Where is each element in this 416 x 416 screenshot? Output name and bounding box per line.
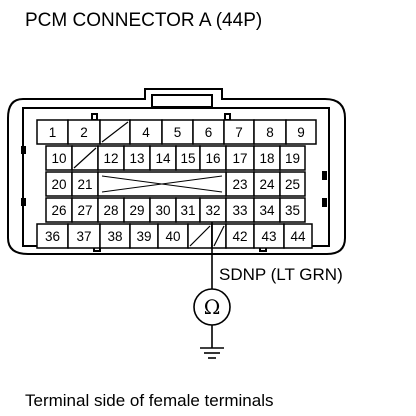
- terminal-number: 32: [205, 203, 220, 218]
- terminal-number: 23: [232, 177, 247, 192]
- latch-notch-top-left: [91, 113, 98, 121]
- terminal-cell: [36, 119, 69, 145]
- terminal-number: 33: [232, 203, 247, 218]
- terminal-cell: [279, 145, 306, 171]
- terminal-number: 26: [51, 203, 66, 218]
- terminal-cell: [279, 197, 306, 223]
- terminal-number: 30: [155, 203, 170, 218]
- terminal-cell: [199, 145, 227, 171]
- terminal-number: 40: [165, 229, 180, 244]
- terminal-number: 18: [259, 151, 274, 166]
- terminal-number: 29: [129, 203, 144, 218]
- terminal-cell: [161, 119, 194, 145]
- terminal-cell: [279, 171, 306, 197]
- terminal-number: 15: [180, 151, 195, 166]
- terminal-number: 19: [285, 151, 300, 166]
- terminal-cell: [157, 223, 189, 249]
- terminal-number: 5: [174, 125, 182, 140]
- terminal-cell: [123, 145, 151, 171]
- terminal-number: 4: [142, 125, 150, 140]
- terminal-number: 1: [49, 125, 57, 140]
- terminal-cell: [36, 223, 69, 249]
- terminal-cell: [285, 119, 317, 145]
- polarity-key-left-2: [21, 198, 26, 206]
- connector-outer-shell: [7, 88, 346, 255]
- terminal-number: 39: [136, 229, 151, 244]
- caption: Terminal side of female terminals: [25, 391, 273, 410]
- terminal-cell: [67, 223, 101, 249]
- terminal-cell: [123, 197, 151, 223]
- terminal-number: 14: [155, 151, 171, 166]
- terminal-number: 36: [45, 229, 60, 244]
- terminal-cell: [129, 119, 163, 145]
- terminal-cell: [45, 171, 73, 197]
- terminal-number: 8: [266, 125, 274, 140]
- terminal-number: 20: [51, 177, 66, 192]
- terminal-number: 7: [235, 125, 243, 140]
- terminal-number: 25: [285, 177, 300, 192]
- terminal-number: 13: [129, 151, 144, 166]
- terminal-number: 21: [77, 177, 92, 192]
- probe-circuit: [193, 222, 231, 359]
- terminal-cell: [253, 119, 287, 145]
- empty-terminal-slash: [189, 225, 211, 247]
- terminal-number: 42: [232, 229, 247, 244]
- terminal-number: 17: [232, 151, 247, 166]
- terminal-cell: [45, 145, 73, 171]
- terminal-cell: [192, 119, 225, 145]
- polarity-key-right: [322, 171, 327, 180]
- terminal-number: 16: [205, 151, 220, 166]
- terminal-cell: [71, 197, 99, 223]
- terminal-cell: [175, 145, 201, 171]
- terminal-cell: [45, 197, 73, 223]
- lock-tab-top: [151, 94, 213, 108]
- terminal-cell: [283, 223, 313, 249]
- latch-notch-top-right: [224, 113, 231, 121]
- terminal-cell: [253, 145, 281, 171]
- terminal-number: 34: [259, 203, 275, 218]
- terminal-cell: [149, 145, 177, 171]
- terminal-number: 35: [285, 203, 300, 218]
- terminal-number: 37: [76, 229, 91, 244]
- terminal-cell: [129, 223, 159, 249]
- terminal-number: 24: [259, 177, 275, 192]
- terminal-cell: [253, 171, 281, 197]
- terminal-number: 6: [205, 125, 213, 140]
- terminal-cell: [149, 197, 177, 223]
- wire-label: SDNP (LT GRN): [219, 265, 343, 284]
- terminal-number: 38: [107, 229, 122, 244]
- terminal-cell: [71, 171, 99, 197]
- terminal-number: 44: [290, 229, 306, 244]
- diagram-title: PCM CONNECTOR A (44P): [25, 10, 262, 31]
- empty-terminal-slash: [101, 121, 129, 143]
- terminal-cell: [97, 145, 125, 171]
- empty-terminal-slash: [73, 147, 97, 169]
- terminal-cell: [223, 119, 255, 145]
- terminal-number: 43: [261, 229, 276, 244]
- terminal-number: 12: [103, 151, 118, 166]
- polarity-key-right-2: [322, 198, 327, 207]
- polarity-key-left: [21, 146, 26, 154]
- terminal-number: 10: [51, 151, 66, 166]
- ohmmeter-symbol: Ω: [204, 295, 221, 319]
- terminal-number: 31: [180, 203, 195, 218]
- terminal-cell: [99, 223, 131, 249]
- terminal-cell: [175, 197, 201, 223]
- blank-block-cross: [101, 175, 223, 193]
- terminal-number: 9: [297, 125, 305, 140]
- terminal-number: 27: [77, 203, 92, 218]
- terminal-cell: [253, 223, 285, 249]
- terminal-number: 2: [80, 125, 88, 140]
- empty-terminal-slash: [213, 225, 225, 247]
- terminal-number: 28: [103, 203, 118, 218]
